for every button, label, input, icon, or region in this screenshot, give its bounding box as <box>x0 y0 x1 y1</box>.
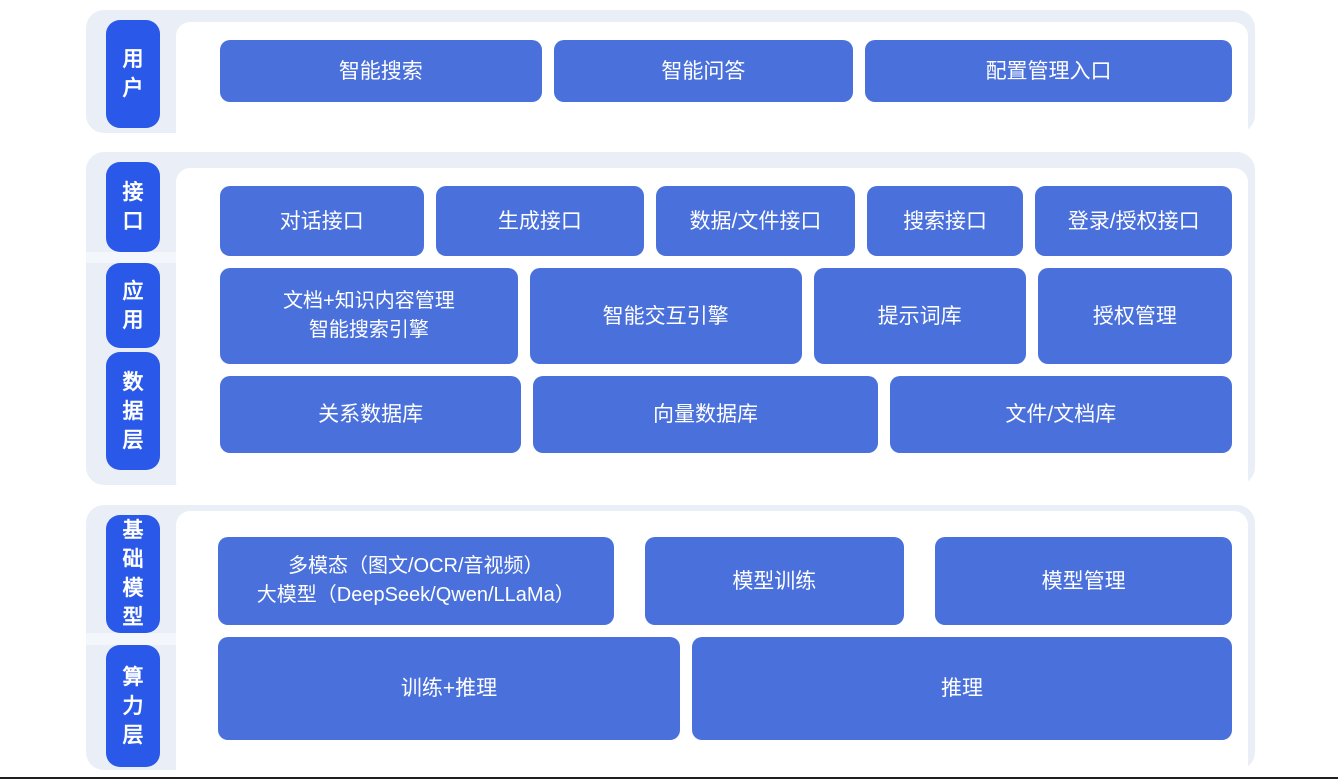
panel-user-layer: 智能搜索 智能问答 配置管理入口 <box>176 22 1248 156</box>
box-dialog-api-label: 对话接口 <box>279 209 364 233</box>
box-model-training: 模型训练 <box>644 537 905 625</box>
box-training-inference: 训练+推理 <box>218 637 680 740</box>
pill-interface-layer-label: 接口 <box>122 181 144 233</box>
pill-application-layer: 应用 <box>106 263 160 348</box>
box-auth-management-label: 授权管理 <box>1092 304 1177 328</box>
pill-interface-layer: 接口 <box>106 162 160 252</box>
box-file-doc-db-label: 文件/文档库 <box>1005 403 1117 426</box>
box-search-api-label: 搜索接口 <box>903 209 988 233</box>
box-config-management-entry-label: 配置管理入口 <box>985 59 1112 83</box>
pill-application-layer-label: 应用 <box>122 279 144 332</box>
box-multimodal-llm-line1: 多模态（图文/OCR/音视频） <box>287 555 544 577</box>
box-doc-knowledge-line1: 文档+知识内容管理 <box>283 290 455 312</box>
pill-data-layer: 数据层 <box>106 352 160 470</box>
box-model-training-label: 模型训练 <box>732 569 817 593</box>
box-smart-search: 智能搜索 <box>220 40 542 102</box>
pill-compute-layer-label: 算力层 <box>122 665 144 747</box>
pill-foundation-model-layer-label: 基础模型 <box>122 519 144 629</box>
pill-user-layer-label: 用户 <box>122 48 144 100</box>
box-smart-qa: 智能问答 <box>553 40 854 102</box>
panel-middle-layers: 对话接口 生成接口 数据/文件接口 搜索接口 登录/授权接口 文档+知识内容管理 <box>176 168 1248 496</box>
box-data-file-api: 数据/文件接口 <box>656 186 855 256</box>
box-generation-api-label: 生成接口 <box>497 209 582 233</box>
box-multimodal-llm-line2: 大模型（DeepSeek/Qwen/LLaMa） <box>256 584 575 606</box>
panel-bottom-layers: 多模态（图文/OCR/音视频） 大模型（DeepSeek/Qwen/LLaMa）… <box>176 511 1248 784</box>
box-prompt-library-label: 提示词库 <box>877 304 962 328</box>
box-auth-management: 授权管理 <box>1037 268 1232 364</box>
pill-user-layer: 用户 <box>106 20 160 128</box>
box-doc-knowledge-line2: 智能搜索引擎 <box>308 319 429 341</box>
box-interaction-engine: 智能交互引擎 <box>529 268 802 364</box>
pill-gap-stripe <box>86 633 176 645</box>
band-middle-layers: 接口 应用 数据层 对话接口 生成接口 数据/文件接口 搜索接口 <box>86 152 1255 496</box>
box-training-inference-label: 训练+推理 <box>400 677 498 700</box>
box-relational-db: 关系数据库 <box>220 376 522 453</box>
box-inference-label: 推理 <box>941 677 983 700</box>
box-vector-db: 向量数据库 <box>533 376 878 453</box>
box-smart-search-label: 智能搜索 <box>338 59 423 83</box>
box-login-auth-api: 登录/授权接口 <box>1035 186 1232 256</box>
box-interaction-engine-label: 智能交互引擎 <box>602 304 729 328</box>
box-doc-knowledge-search-engine: 文档+知识内容管理 智能搜索引擎 <box>220 268 518 364</box>
box-data-file-api-label: 数据/文件接口 <box>689 209 822 233</box>
box-smart-qa-label: 智能问答 <box>661 59 746 83</box>
box-search-api: 搜索接口 <box>866 186 1024 256</box>
band-user-layer: 用户 智能搜索 智能问答 配置管理入口 <box>86 10 1255 156</box>
box-model-management-label: 模型管理 <box>1041 569 1126 593</box>
box-login-auth-api-label: 登录/授权接口 <box>1067 209 1200 233</box>
box-generation-api: 生成接口 <box>435 186 645 256</box>
box-inference: 推理 <box>692 637 1232 740</box>
pill-foundation-model-layer: 基础模型 <box>106 515 160 633</box>
box-prompt-library: 提示词库 <box>813 268 1026 364</box>
bottom-divider-line <box>0 777 1338 779</box>
box-config-management-entry: 配置管理入口 <box>865 40 1232 102</box>
box-file-doc-db: 文件/文档库 <box>889 376 1232 453</box>
box-multimodal-llm: 多模态（图文/OCR/音视频） 大模型（DeepSeek/Qwen/LLaMa） <box>218 537 614 625</box>
box-relational-db-label: 关系数据库 <box>318 403 424 426</box>
pill-gap-stripe <box>86 252 176 263</box>
box-vector-db-label: 向量数据库 <box>652 403 758 426</box>
band-bottom-layers: 基础模型 算力层 多模态（图文/OCR/音视频） 大模型（DeepSeek/Qw… <box>86 505 1255 784</box>
box-model-management: 模型管理 <box>935 537 1233 625</box>
pill-compute-layer: 算力层 <box>106 645 160 767</box>
box-dialog-api: 对话接口 <box>220 186 424 256</box>
pill-data-layer-label: 数据层 <box>122 370 144 452</box>
